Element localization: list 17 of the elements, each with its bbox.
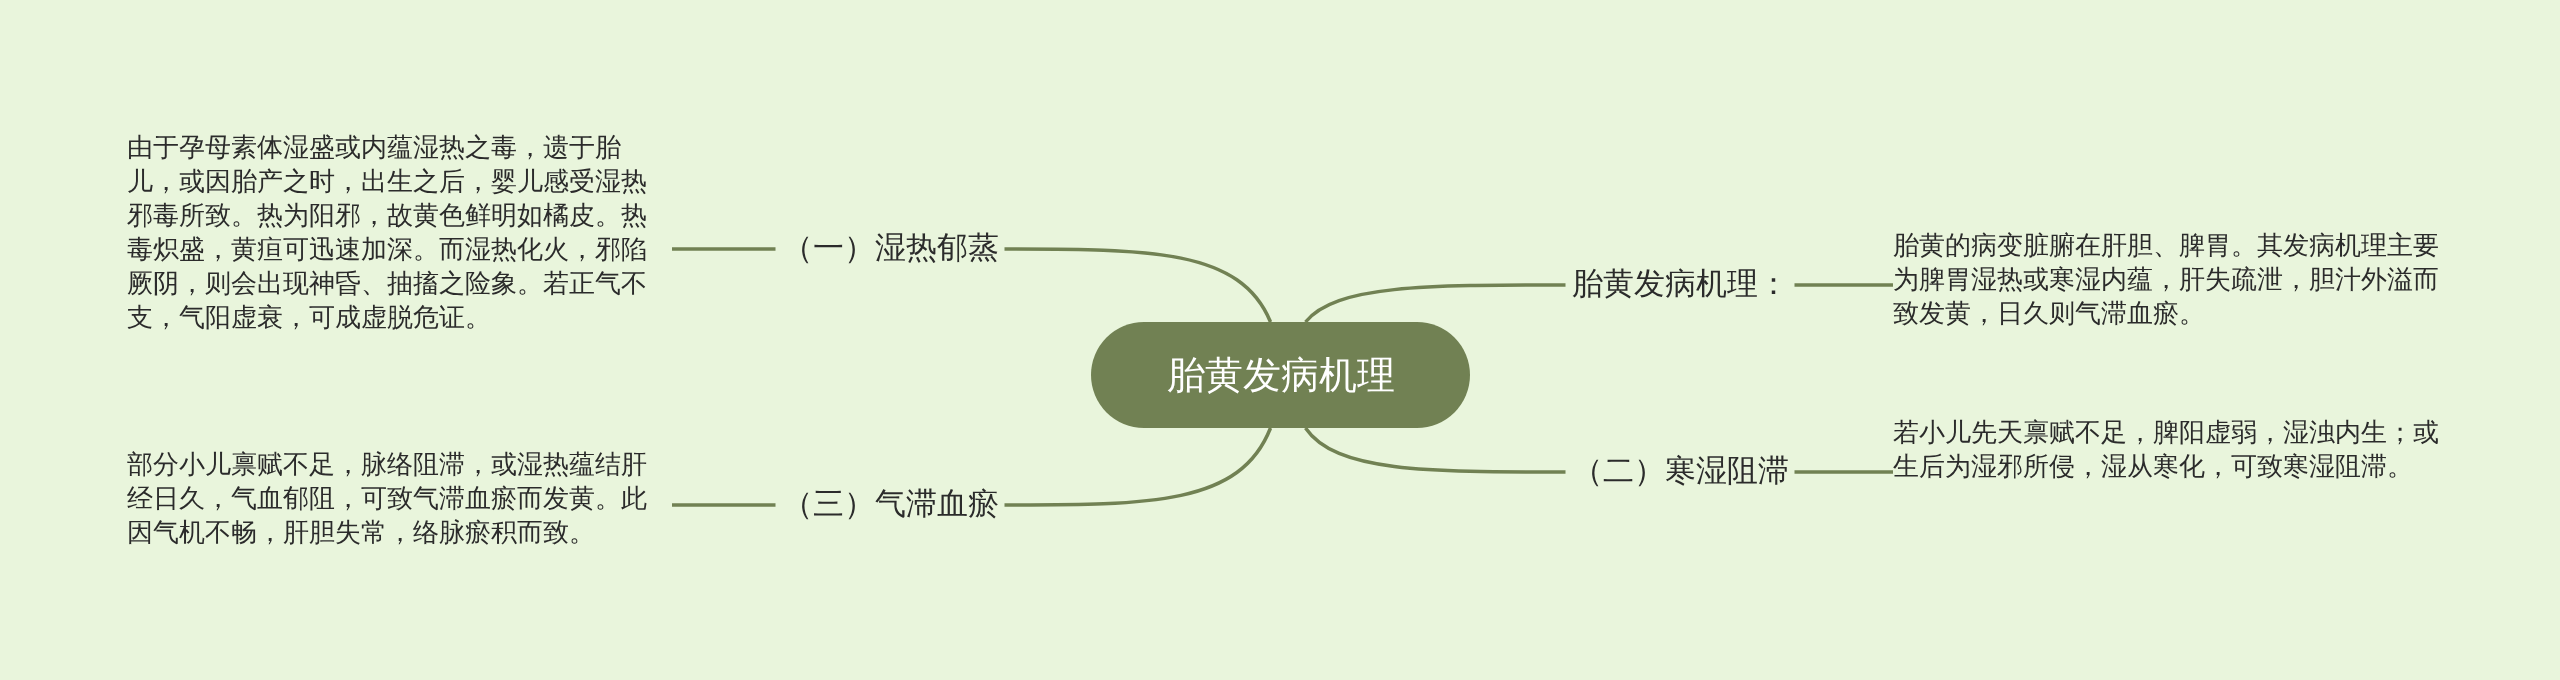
connector [672,247,776,251]
connector [1304,283,1566,324]
connector [672,503,776,507]
branch-topic: （一）湿热郁蒸 [775,225,1005,269]
leaf-text: 若小儿先天禀赋不足，脾阳虚弱，湿浊内生；或生后为湿邪所侵，湿从寒化，可致寒湿阻滞。 [1893,415,2448,483]
leaf-text: 由于孕母素体湿盛或内蕴湿热之毒，遗于胎儿，或因胎产之时，出生之后，婴儿感受湿热邪毒所致。热为阳邪，故黄色鲜明如橘皮。热毒炽盛，黄疸可迅速加深。而湿热化火，邪陷厥阴，则会出现神昏、抽搐之险象。若正气不支，气阳虚衰，可成虚脱危证。 [127,130,672,334]
branch-topic: （二）寒湿阻滞 [1565,448,1795,492]
connector [1794,283,1893,287]
central-topic: 胎黄发病机理 [1091,322,1470,428]
leaf-text: 胎黄的病变脏腑在肝胆、脾胃。其发病机理主要为脾胃湿热或寒湿内蕴，肝失疏泄，胆汁外溢而致发黄，日久则气滞血瘀。 [1893,228,2448,330]
connector [1304,426,1566,474]
connector [1794,470,1893,474]
leaf-text: 部分小儿禀赋不足，脉络阻滞，或湿热蕴结肝经日久，气血郁阻，可致气滞血瘀而发黄。此因气机不畅，肝胆失常，络脉瘀积而致。 [127,447,672,549]
branch-topic: 胎黄发病机理： [1565,261,1795,305]
connector [1004,427,1273,507]
branch-topic: （三）气滞血瘀 [775,481,1005,525]
connector [1004,247,1273,323]
